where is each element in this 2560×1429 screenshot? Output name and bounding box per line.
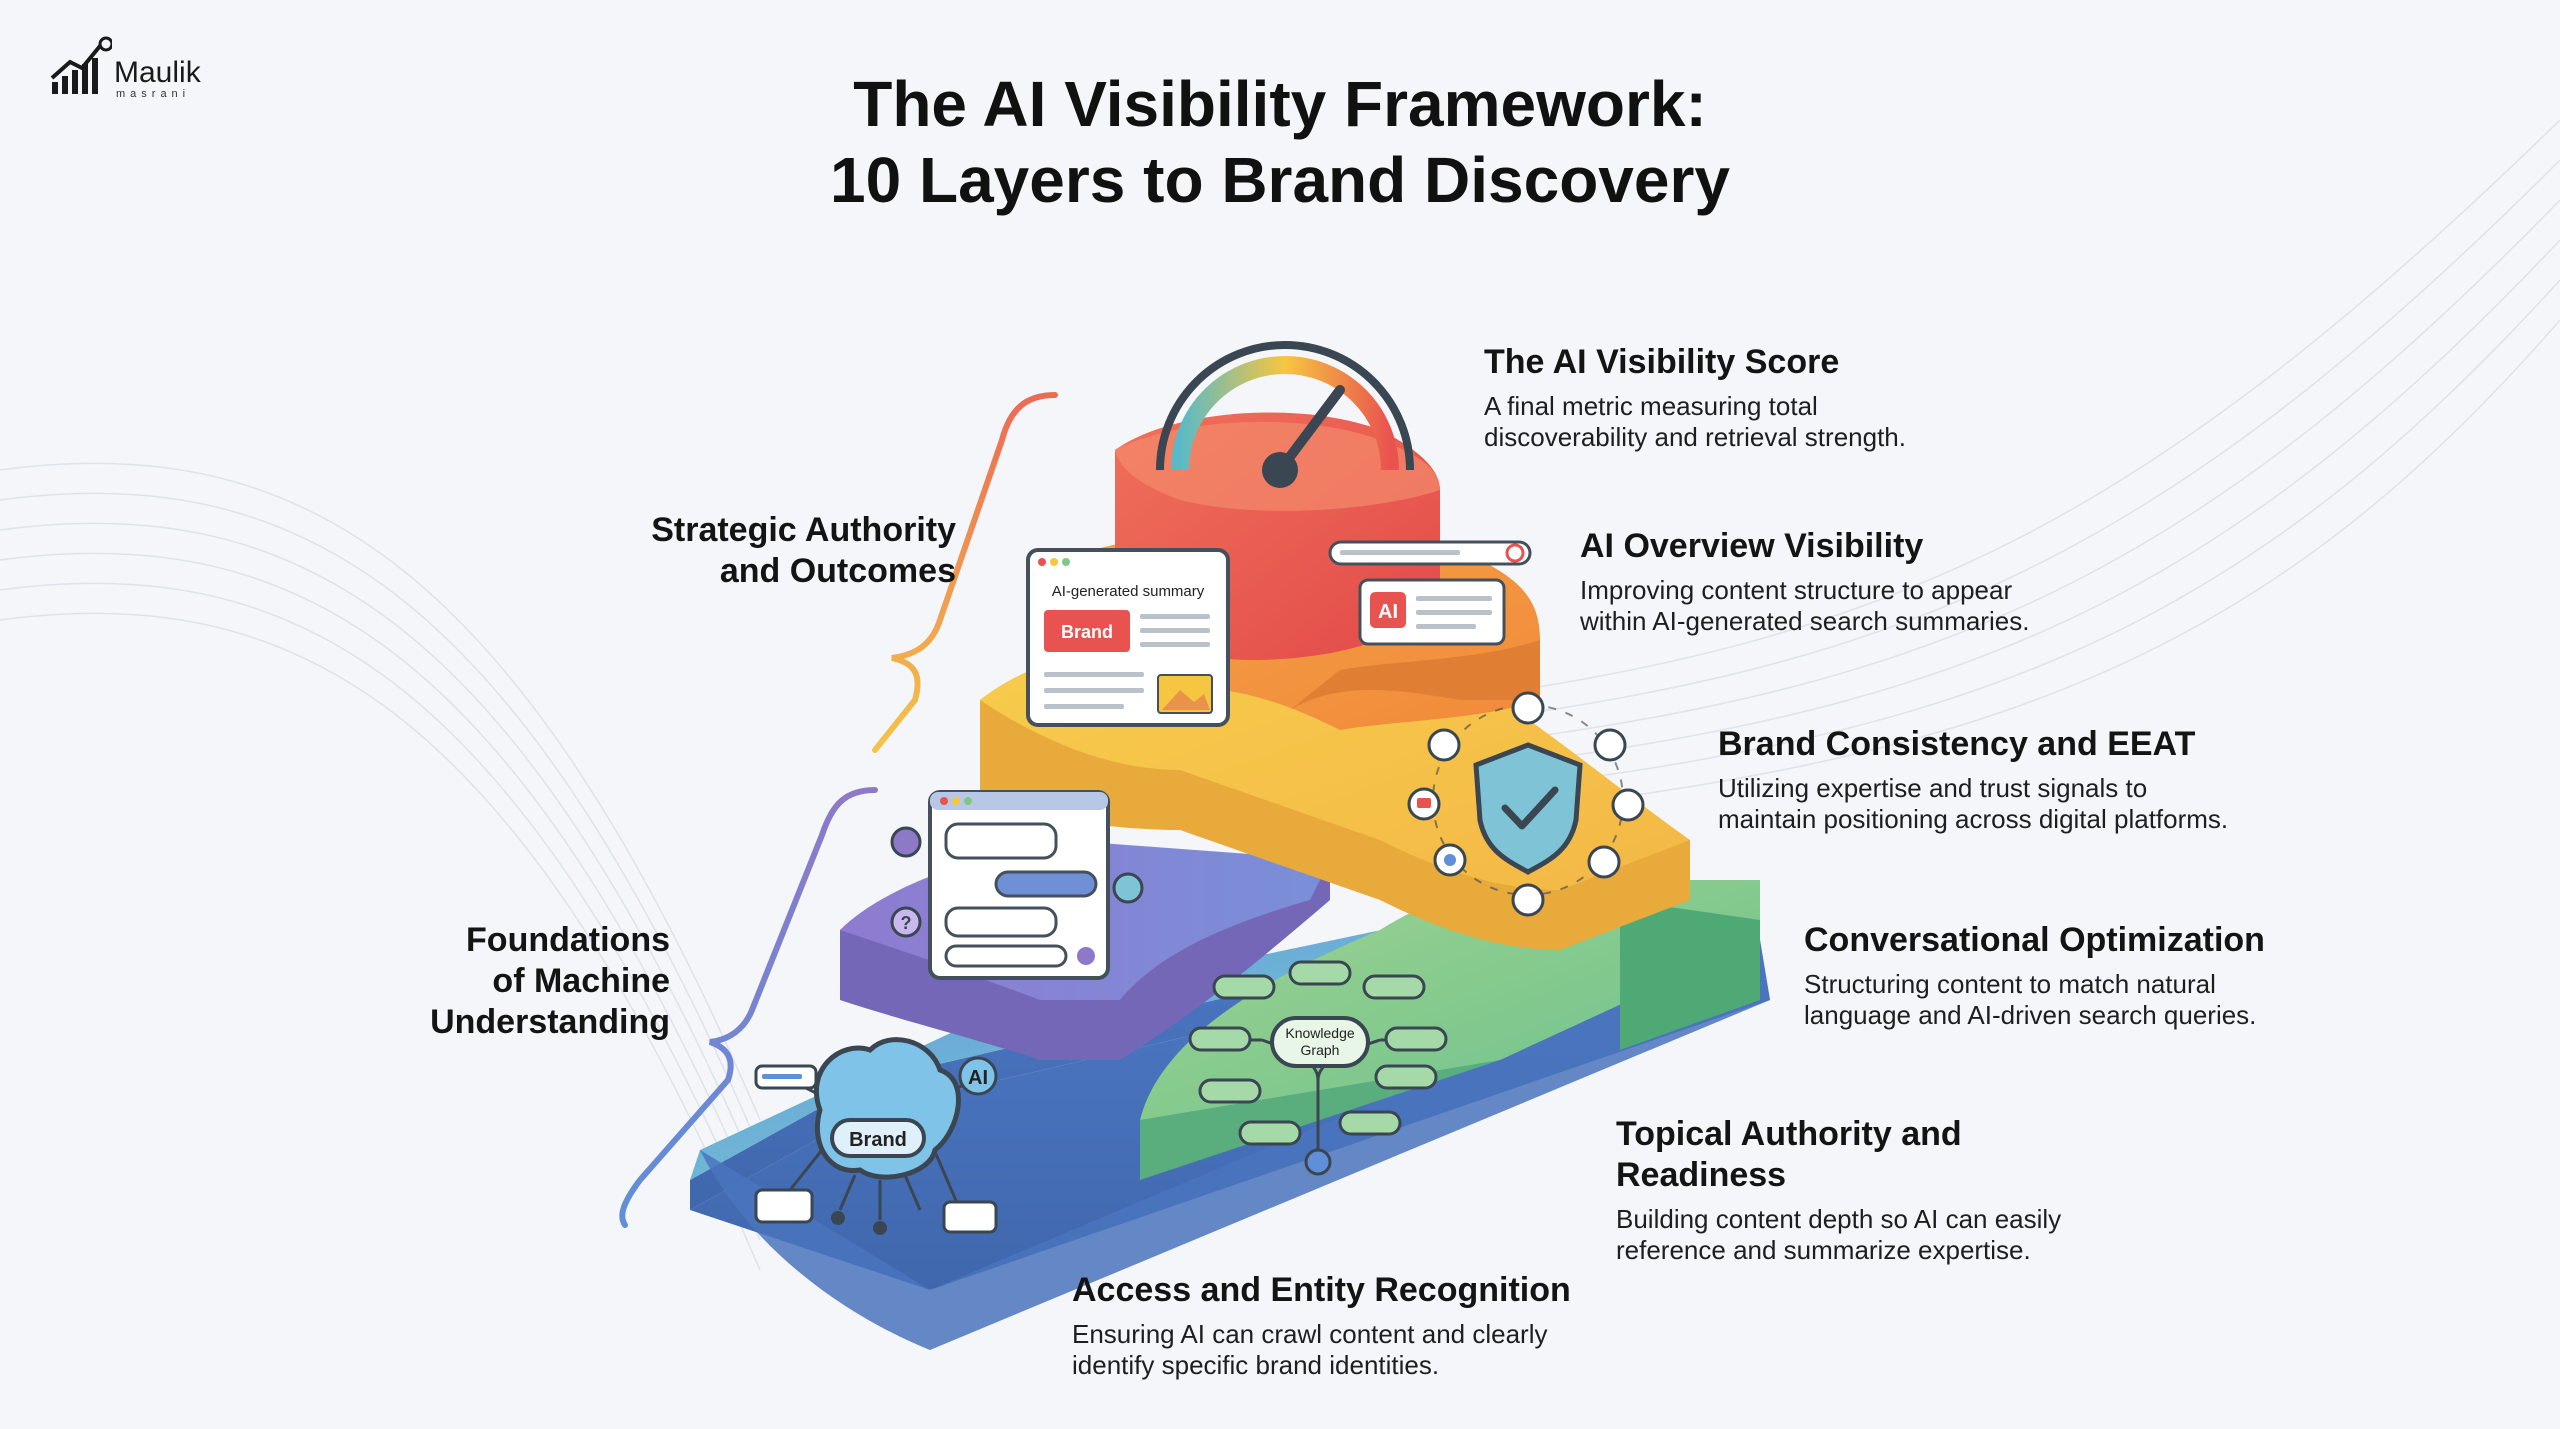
layer-overview-desc: Improving content structure to appear wi… bbox=[1580, 575, 2029, 637]
brace-strategic-line bbox=[872, 392, 1058, 753]
gear-icon bbox=[890, 826, 922, 858]
layer-topical-title-2: Readiness bbox=[1616, 1156, 1787, 1194]
label-ai-overview-visibility: AI Overview Visibility Improving content… bbox=[1580, 526, 2029, 637]
layer-conversational-desc-2: language and AI-driven search queries. bbox=[1804, 1000, 2257, 1030]
group-foundations-line-3: Understanding bbox=[430, 1003, 670, 1041]
group-foundations-line-2: of Machine bbox=[492, 962, 670, 1000]
label-topical-authority: Topical Authority and Readiness Building… bbox=[1616, 1114, 2061, 1266]
brain-ai-badge: AI bbox=[968, 1067, 988, 1089]
layer-topical-desc-1: Building content depth so AI can easily bbox=[1616, 1204, 2062, 1234]
brand-logo: Maulik masrani bbox=[48, 36, 208, 106]
layer-score-desc: A final metric measuring total discovera… bbox=[1484, 391, 1906, 453]
search-icon bbox=[1505, 543, 1525, 563]
summary-card-brand-badge: Brand bbox=[1061, 622, 1113, 642]
brain-brand-label: Brand bbox=[849, 1129, 907, 1151]
layer-overview-title: AI Overview Visibility bbox=[1580, 527, 1924, 565]
label-access-entity-recognition: Access and Entity Recognition Ensuring A… bbox=[1072, 1270, 1571, 1381]
knowledge-graph-icon: Knowledge Graph bbox=[1188, 960, 1448, 1176]
layer-score-desc-2: discoverability and retrieval strength. bbox=[1484, 422, 1906, 452]
group-strategic-line-1: Strategic Authority bbox=[651, 511, 956, 549]
title-line-2: 10 Layers to Brand Discovery bbox=[830, 144, 1730, 216]
layer-score-title: The AI Visibility Score bbox=[1484, 343, 1840, 381]
layer-conversational-desc: Structuring content to match natural lan… bbox=[1804, 969, 2265, 1031]
group-foundations: Foundations of Machine Understanding bbox=[430, 920, 670, 1043]
layer-conversational-title: Conversational Optimization bbox=[1804, 921, 2265, 959]
group-strategic-line-2: and Outcomes bbox=[719, 552, 956, 590]
group-foundations-line-1: Foundations bbox=[466, 921, 670, 959]
layer-eeat-title: Brand Consistency and EEAT bbox=[1718, 725, 2196, 763]
title-line-1: The AI Visibility Framework: bbox=[853, 68, 1707, 140]
brace-foundations bbox=[619, 787, 878, 1228]
label-conversational-optimization: Conversational Optimization Structuring … bbox=[1804, 920, 2265, 1031]
chat-window: ? bbox=[890, 790, 1144, 980]
layer-eeat-desc-2: maintain positioning across digital plat… bbox=[1718, 804, 2229, 834]
layer-eeat-desc-1: Utilizing expertise and trust signals to bbox=[1718, 773, 2148, 803]
ai-search-card: AI bbox=[1328, 540, 1532, 646]
question-mark: ? bbox=[901, 913, 912, 933]
knowledge-graph-label-2: Graph bbox=[1301, 1042, 1340, 1058]
ai-card-badge: AI bbox=[1378, 601, 1398, 623]
layer-access-title: Access and Entity Recognition bbox=[1072, 1271, 1571, 1309]
layer-overview-desc-1: Improving content structure to appear bbox=[1580, 575, 2013, 605]
layer-access-desc-2: identify specific brand identities. bbox=[1072, 1350, 1440, 1380]
layer-overview-desc-2: within AI-generated search summaries. bbox=[1580, 606, 2030, 636]
background-waves bbox=[0, 119, 2560, 1271]
group-strategic-authority: Strategic Authority and Outcomes bbox=[651, 510, 956, 592]
layer-topical-desc-2: reference and summarize expertise. bbox=[1616, 1235, 2031, 1265]
brand-subname: masrani bbox=[116, 88, 191, 100]
gauge-icon bbox=[1156, 341, 1414, 488]
layer-access-desc: Ensuring AI can crawl content and clearl… bbox=[1072, 1319, 1571, 1381]
bar-chart-growth-icon bbox=[50, 36, 112, 94]
layer-eeat-desc: Utilizing expertise and trust signals to… bbox=[1718, 773, 2228, 835]
summary-card-header: AI-generated summary bbox=[1052, 583, 1205, 600]
layer-topical-desc: Building content depth so AI can easily … bbox=[1616, 1204, 2061, 1266]
layer-conversational-desc-1: Structuring content to match natural bbox=[1804, 969, 2216, 999]
brand-name: Maulik bbox=[114, 56, 201, 89]
ai-summary-card: AI-generated summary Brand bbox=[1026, 548, 1230, 727]
layer-access-desc-1: Ensuring AI can crawl content and clearl… bbox=[1072, 1319, 1548, 1349]
label-brand-consistency-eeat: Brand Consistency and EEAT Utilizing exp… bbox=[1718, 724, 2228, 835]
page-title: The AI Visibility Framework: 10 Layers t… bbox=[0, 66, 2560, 218]
trust-shield-icon bbox=[1407, 691, 1645, 917]
brain-icon: Brand AI bbox=[754, 1037, 998, 1235]
layer-topical-title-1: Topical Authority and bbox=[1616, 1115, 1962, 1153]
knowledge-graph-label-1: Knowledge bbox=[1285, 1025, 1354, 1041]
layer-score-desc-1: A final metric measuring total bbox=[1484, 391, 1818, 421]
label-ai-visibility-score: The AI Visibility Score A final metric m… bbox=[1484, 342, 1906, 453]
